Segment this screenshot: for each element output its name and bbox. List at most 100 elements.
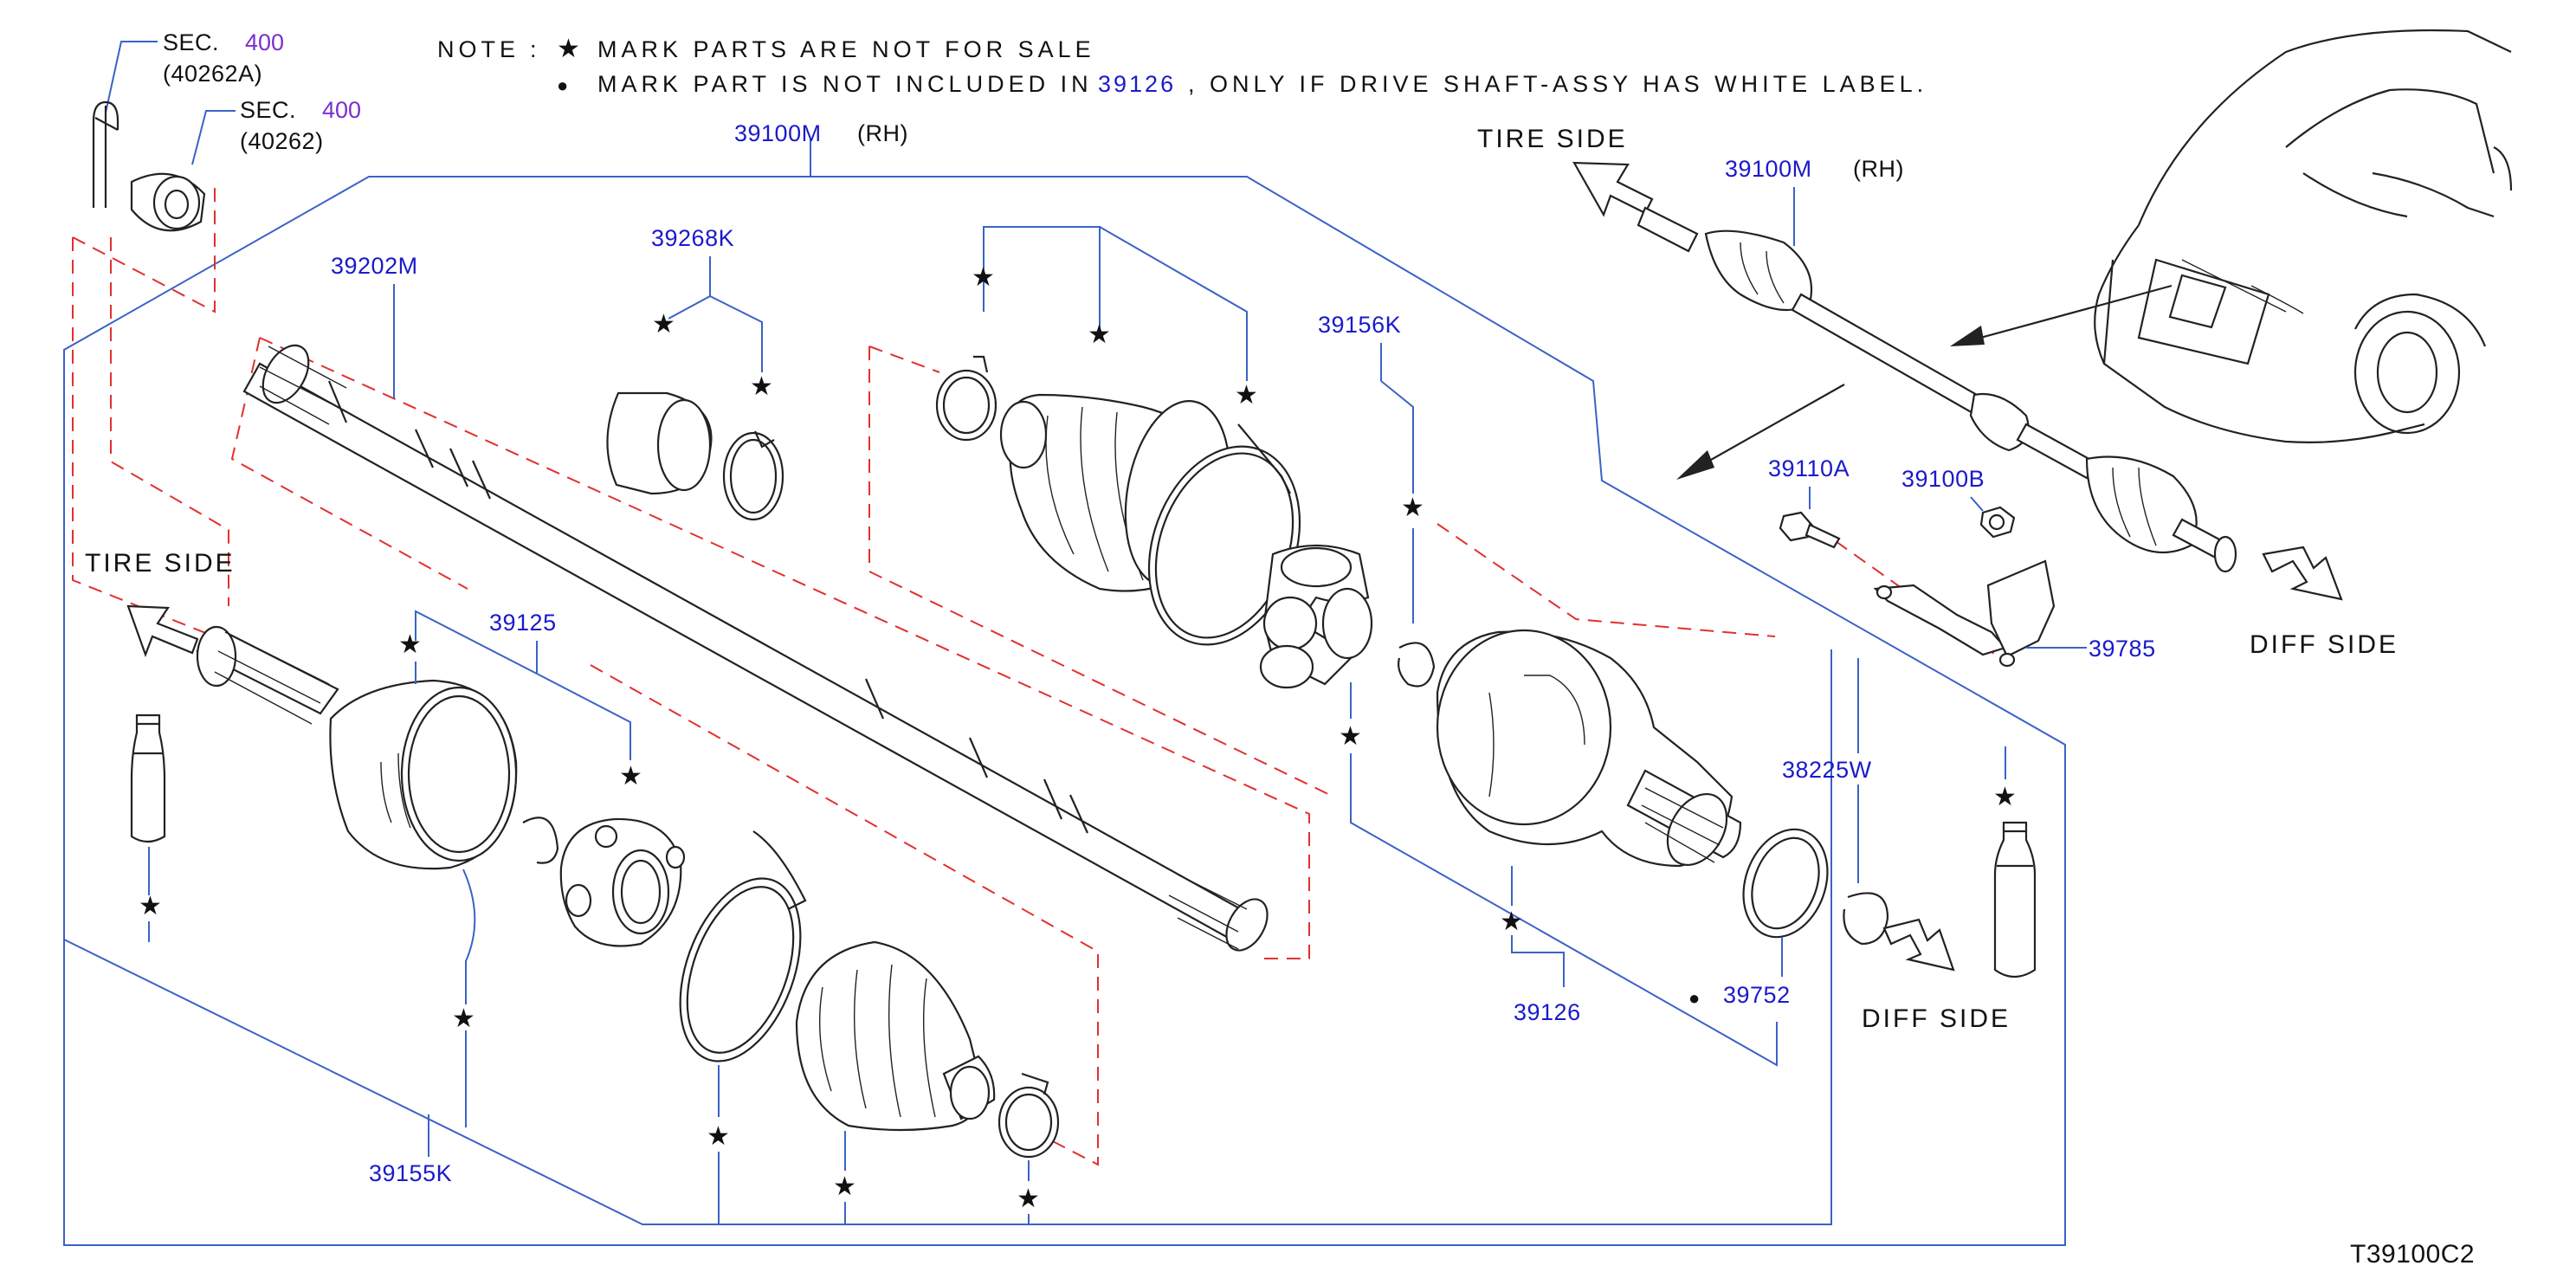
not-for-sale-star: ★ bbox=[1401, 494, 1424, 522]
leader-boot-kit-upper bbox=[983, 226, 1248, 381]
assy-frame-inner bbox=[63, 649, 1832, 1225]
sec-sub-code: (40262A) bbox=[163, 61, 262, 87]
note-line-2-end: , ONLY IF DRIVE SHAFT-ASSY HAS WHITE LAB… bbox=[1188, 71, 1927, 97]
tripod-joint[interactable] bbox=[1259, 544, 1373, 689]
bolt-39110a[interactable] bbox=[1779, 511, 1841, 549]
boot-39155k[interactable] bbox=[795, 940, 996, 1132]
sec-leader-2 bbox=[191, 110, 236, 165]
bracket-39785[interactable] bbox=[1873, 559, 2056, 668]
cotter-pin[interactable] bbox=[92, 100, 119, 208]
note-dot-symbol: ● bbox=[557, 74, 568, 96]
rh-inset: (RH) bbox=[1853, 156, 1904, 182]
leader-39156k-2 bbox=[1380, 380, 1414, 623]
label-39125[interactable]: 39125 bbox=[489, 610, 557, 636]
not-for-sale-star: ★ bbox=[750, 372, 773, 401]
leader-39126 bbox=[1511, 866, 1565, 987]
note-prefix: NOTE bbox=[437, 36, 520, 62]
hub-nut[interactable] bbox=[130, 172, 206, 232]
label-39202m[interactable]: 39202M bbox=[331, 253, 418, 279]
label-39100m-inset[interactable]: 39100M bbox=[1725, 156, 1812, 182]
not-for-sale-star: ★ bbox=[1235, 381, 1258, 410]
diff-side-lower: DIFF SIDE bbox=[1862, 918, 2011, 1033]
rh-main: (RH) bbox=[857, 120, 908, 146]
not-for-sale-star: ★ bbox=[139, 892, 162, 920]
label-39100b[interactable]: 39100B bbox=[1901, 466, 1985, 492]
inner-race-39125[interactable] bbox=[559, 817, 686, 947]
sec-ref-40262a[interactable]: SEC. 400 (40262A) bbox=[163, 29, 284, 87]
not-for-sale-star: ★ bbox=[972, 263, 995, 292]
label-38225w[interactable]: 38225W bbox=[1782, 757, 1872, 783]
damper-39268k[interactable]: 39268K ★ ★ bbox=[606, 225, 784, 521]
sec-sub-code: (40262) bbox=[240, 128, 324, 154]
assy-frame-outer bbox=[63, 176, 2066, 1246]
vehicle-illustration bbox=[2094, 29, 2513, 443]
not-for-sale-star: ★ bbox=[833, 1172, 856, 1201]
not-for-sale-star: ★ bbox=[1017, 1185, 1040, 1213]
tire-side-left: TIRE SIDE bbox=[85, 549, 236, 658]
not-for-sale-star: ★ bbox=[707, 1122, 730, 1151]
snap-ring-tripod[interactable] bbox=[1398, 642, 1436, 688]
clamp-small-lower[interactable] bbox=[997, 1072, 1060, 1159]
note-line-2-start: MARK PART IS NOT INCLUDED IN bbox=[597, 71, 1093, 97]
note-block: NOTE : ★ MARK PARTS ARE NOT FOR SALE ● M… bbox=[437, 35, 1927, 97]
sec-label: SEC. bbox=[163, 29, 219, 55]
not-for-sale-star: ★ bbox=[452, 1004, 475, 1033]
location-arrows bbox=[1676, 284, 2172, 480]
label-39156k[interactable]: 39156K bbox=[1318, 312, 1401, 338]
diff-side-arrow-upper bbox=[2262, 546, 2343, 601]
housing-39126[interactable] bbox=[1436, 629, 1742, 875]
tire-side-right: TIRE SIDE bbox=[1477, 125, 1654, 217]
leader-39125 bbox=[415, 610, 631, 760]
label-39100m-main[interactable]: 39100M bbox=[734, 120, 822, 146]
drive-shaft-assy-inset[interactable] bbox=[1637, 206, 2237, 573]
outer-cv-joint[interactable]: ★ bbox=[196, 625, 518, 870]
sec-leader-1 bbox=[105, 41, 158, 113]
tire-side-arrow-right bbox=[1572, 161, 1654, 217]
sec-label: SEC. bbox=[240, 97, 296, 123]
label-39155k[interactable]: 39155K bbox=[369, 1160, 452, 1186]
diff-side-label-upper: DIFF SIDE bbox=[2250, 630, 2398, 659]
clamp-small-upper[interactable] bbox=[935, 355, 997, 442]
label-39785[interactable]: 39785 bbox=[2089, 636, 2156, 662]
note-line-2-ref[interactable]: 39126 bbox=[1098, 71, 1176, 97]
not-for-sale-star: ★ bbox=[619, 762, 642, 791]
grease-tube-left[interactable] bbox=[130, 714, 166, 843]
not-for-sale-star: ★ bbox=[1088, 320, 1111, 349]
shaft-39202m[interactable]: 39202M bbox=[242, 253, 1275, 958]
note-colon: : bbox=[530, 36, 541, 62]
label-39752[interactable]: 39752 bbox=[1723, 982, 1791, 1008]
grease-tube-right[interactable] bbox=[1993, 821, 2037, 978]
not-for-sale-star: ★ bbox=[398, 630, 422, 659]
diff-side-label-lower: DIFF SIDE bbox=[1862, 1004, 2011, 1033]
snap-ring-38225w[interactable] bbox=[1843, 892, 1889, 946]
label-39268k[interactable]: 39268K bbox=[651, 225, 734, 251]
seal-39752[interactable] bbox=[1729, 817, 1842, 949]
sec-ref-40262[interactable]: SEC. 400 (40262) bbox=[240, 97, 361, 154]
boot-band-lower-left[interactable] bbox=[657, 830, 823, 1078]
note-line-1: MARK PARTS ARE NOT FOR SALE bbox=[597, 36, 1095, 62]
note-star-symbol: ★ bbox=[557, 35, 580, 63]
not-for-sale-star: ★ bbox=[1339, 722, 1362, 751]
leader-tripod bbox=[1350, 682, 1778, 1067]
label-39110a[interactable]: 39110A bbox=[1768, 455, 1850, 481]
not-for-sale-star: ★ bbox=[652, 310, 675, 339]
boot-band-upper[interactable] bbox=[1123, 423, 1327, 666]
not-for-sale-star: ★ bbox=[1500, 907, 1523, 936]
leader-snap-ring-left bbox=[462, 869, 476, 1127]
diff-side-arrow-lower bbox=[1882, 918, 1955, 972]
snap-ring-left[interactable] bbox=[522, 817, 559, 864]
excluded-dot: ● bbox=[1688, 987, 1700, 1009]
tire-side-label-right: TIRE SIDE bbox=[1477, 125, 1628, 153]
nut-39100b[interactable] bbox=[1979, 506, 2016, 539]
leader-39100b bbox=[1970, 496, 1984, 512]
not-for-sale-star: ★ bbox=[1993, 783, 2017, 811]
sec-number[interactable]: 400 bbox=[245, 29, 284, 55]
tire-side-arrow-left bbox=[126, 604, 199, 658]
diagram-code: T39100C2 bbox=[2350, 1240, 2475, 1269]
diff-side-upper: DIFF SIDE bbox=[2250, 546, 2398, 659]
label-39126[interactable]: 39126 bbox=[1514, 999, 1581, 1025]
tire-side-label-left: TIRE SIDE bbox=[85, 549, 236, 578]
sec-number[interactable]: 400 bbox=[322, 97, 361, 123]
dashed-guides bbox=[72, 186, 2001, 1166]
